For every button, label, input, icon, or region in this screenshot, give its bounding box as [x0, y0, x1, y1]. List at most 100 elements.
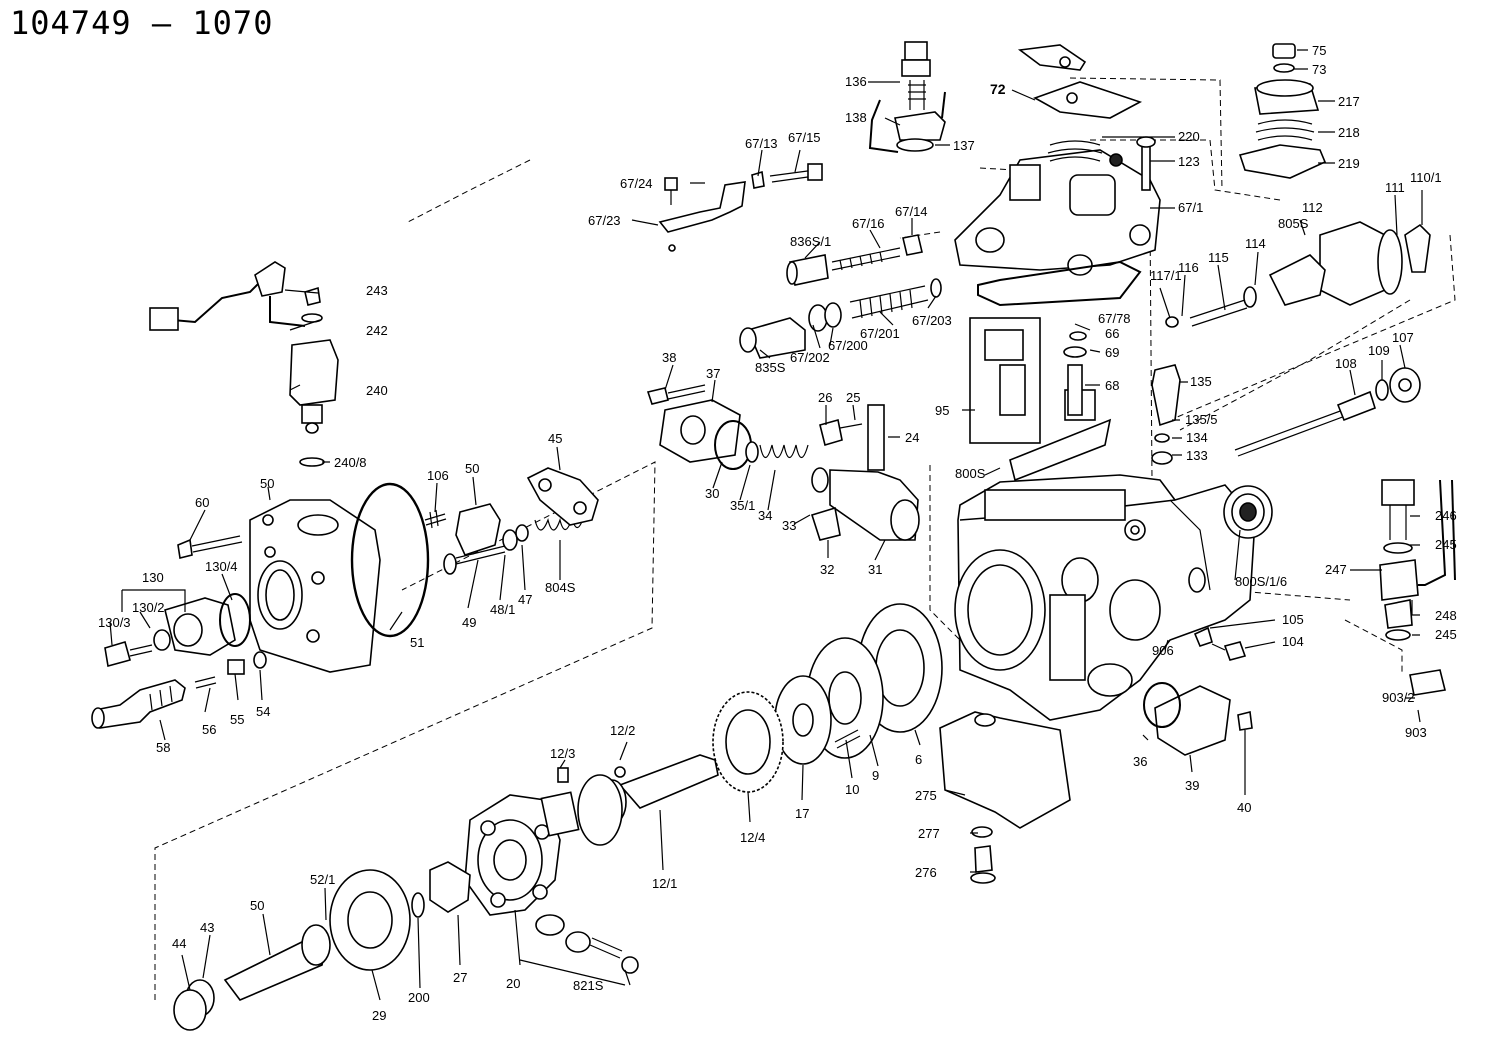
label-67-203: 67/203: [912, 313, 952, 328]
label-67-200: 67/200: [828, 338, 868, 353]
label-58: 58: [156, 740, 170, 755]
label-43: 43: [200, 920, 214, 935]
valve-130: [104, 593, 251, 668]
timer-parts: [646, 384, 920, 541]
shaft-108-and-gear: [1165, 221, 1431, 457]
label-116: 116: [1178, 260, 1199, 275]
label-67-15: 67/15: [788, 130, 821, 145]
label-69: 69: [1105, 345, 1119, 360]
label-903-2: 903/2: [1382, 690, 1415, 705]
label-130: 130: [142, 570, 164, 585]
label-67-78: 67/78: [1098, 311, 1131, 326]
label-67-16: 67/16: [852, 216, 885, 231]
label-52-1: 52/1: [310, 872, 335, 887]
label-12-1: 12/1: [652, 876, 677, 891]
label-60: 60: [195, 495, 209, 510]
label-248: 248: [1435, 608, 1457, 623]
label-36: 36: [1133, 754, 1147, 769]
label-111: 111: [1385, 180, 1405, 195]
label-50b: 50: [260, 476, 274, 491]
banjo-fitting: [868, 41, 946, 153]
label-246: 246: [1435, 508, 1457, 523]
label-104: 104: [1282, 634, 1304, 649]
label-217: 217: [1338, 94, 1360, 109]
label-800s-1-6: 800S/1/6: [1235, 574, 1287, 589]
label-10: 10: [845, 782, 859, 797]
label-31: 31: [868, 562, 882, 577]
label-17: 17: [795, 806, 809, 821]
label-45: 45: [548, 431, 562, 446]
label-67-14: 67/14: [895, 204, 928, 219]
label-247: 247: [1325, 562, 1347, 577]
label-75: 75: [1312, 43, 1326, 58]
label-40: 40: [1237, 800, 1251, 815]
label-277: 277: [918, 826, 940, 841]
label-67-201: 67/201: [860, 326, 900, 341]
label-245a: 245: [1435, 537, 1457, 552]
label-135-5: 135/5: [1185, 412, 1218, 427]
label-240-8: 240/8: [334, 455, 367, 470]
label-220: 220: [1178, 129, 1200, 144]
label-112: 112: [1302, 200, 1323, 215]
label-26: 26: [818, 390, 832, 405]
distributor-head: [954, 149, 1161, 482]
label-130-3: 130/3: [98, 615, 131, 630]
label-47: 47: [518, 592, 532, 607]
spring-220: [1047, 136, 1156, 191]
label-12-2: 12/2: [610, 723, 635, 738]
label-44: 44: [172, 936, 186, 951]
label-68: 68: [1105, 378, 1119, 393]
label-106: 106: [427, 468, 449, 483]
label-51: 51: [410, 635, 424, 650]
label-39: 39: [1185, 778, 1199, 793]
label-27: 27: [453, 970, 467, 985]
shaft-seal: [1223, 485, 1273, 539]
label-66: 66: [1105, 326, 1119, 341]
label-25: 25: [846, 390, 860, 405]
label-48-1: 48/1: [490, 602, 515, 617]
label-123: 123: [1178, 154, 1200, 169]
label-138: 138: [845, 110, 867, 125]
label-34: 34: [758, 508, 772, 523]
label-38: 38: [662, 350, 676, 365]
leader-lines: [109, 49, 1423, 1001]
label-114: 114: [1245, 236, 1266, 251]
label-805s: 805S: [1278, 216, 1309, 231]
label-242: 242: [366, 323, 388, 338]
label-245b: 245: [1435, 627, 1457, 642]
valve-835s: [739, 278, 942, 359]
lever-72: [1017, 44, 1143, 119]
label-136: 136: [845, 74, 867, 89]
label-836s-1: 836S/1: [790, 234, 831, 249]
label-133: 133: [1186, 448, 1208, 463]
governor-cover-parts: [1238, 43, 1327, 179]
label-50c: 50: [250, 898, 264, 913]
drive-shaft-12-1: [557, 754, 719, 846]
label-29: 29: [372, 1008, 386, 1023]
label-67-202: 67/202: [790, 350, 830, 365]
label-821s: 821S: [573, 978, 604, 993]
label-24: 24: [905, 430, 919, 445]
banjo-246: [1379, 479, 1456, 696]
label-219: 219: [1338, 156, 1360, 171]
label-105: 105: [1282, 612, 1304, 627]
label-243: 243: [366, 283, 388, 298]
label-35-1: 35/1: [730, 498, 755, 513]
label-67-24: 67/24: [620, 176, 653, 191]
label-275: 275: [915, 788, 937, 803]
label-37: 37: [706, 366, 720, 381]
label-33: 33: [782, 518, 796, 533]
label-804s: 804S: [545, 580, 576, 595]
cover-39: [1143, 626, 1253, 756]
label-67-13: 67/13: [745, 136, 778, 151]
label-9: 9: [872, 768, 879, 783]
label-107: 107: [1392, 330, 1414, 345]
roller-ring-20: [464, 791, 580, 916]
end-cover-plate: [249, 482, 430, 673]
label-32: 32: [820, 562, 834, 577]
stop-solenoid: [149, 261, 339, 467]
label-50a: 50: [465, 461, 479, 476]
label-117-1: 117/1: [1150, 268, 1182, 283]
label-276: 276: [915, 865, 937, 880]
